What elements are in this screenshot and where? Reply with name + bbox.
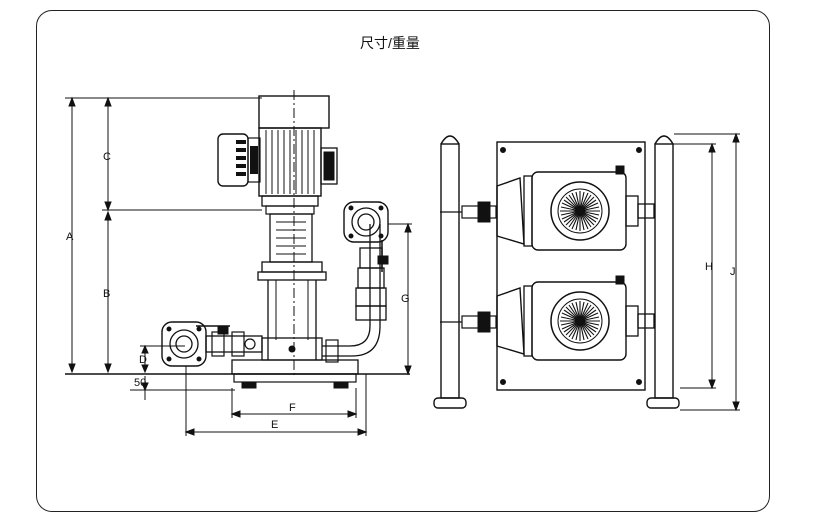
dim-label-50: 50 [134,377,146,389]
dim-label-c: C [103,151,111,163]
dim-label-e: E [271,419,278,431]
dim-label-h: H [705,261,713,273]
dim-label-a: A [66,231,74,243]
dim-label-g: G [401,293,410,305]
drawing-title: 尺寸/重量 [360,35,420,51]
dim-label-d: D [139,354,147,366]
dim-label-b: B [103,288,110,300]
drawing-frame [36,10,770,512]
side-view [65,90,412,436]
dim-label-j: J [730,266,736,278]
front-view [433,132,740,412]
dim-label-f: F [289,402,296,414]
